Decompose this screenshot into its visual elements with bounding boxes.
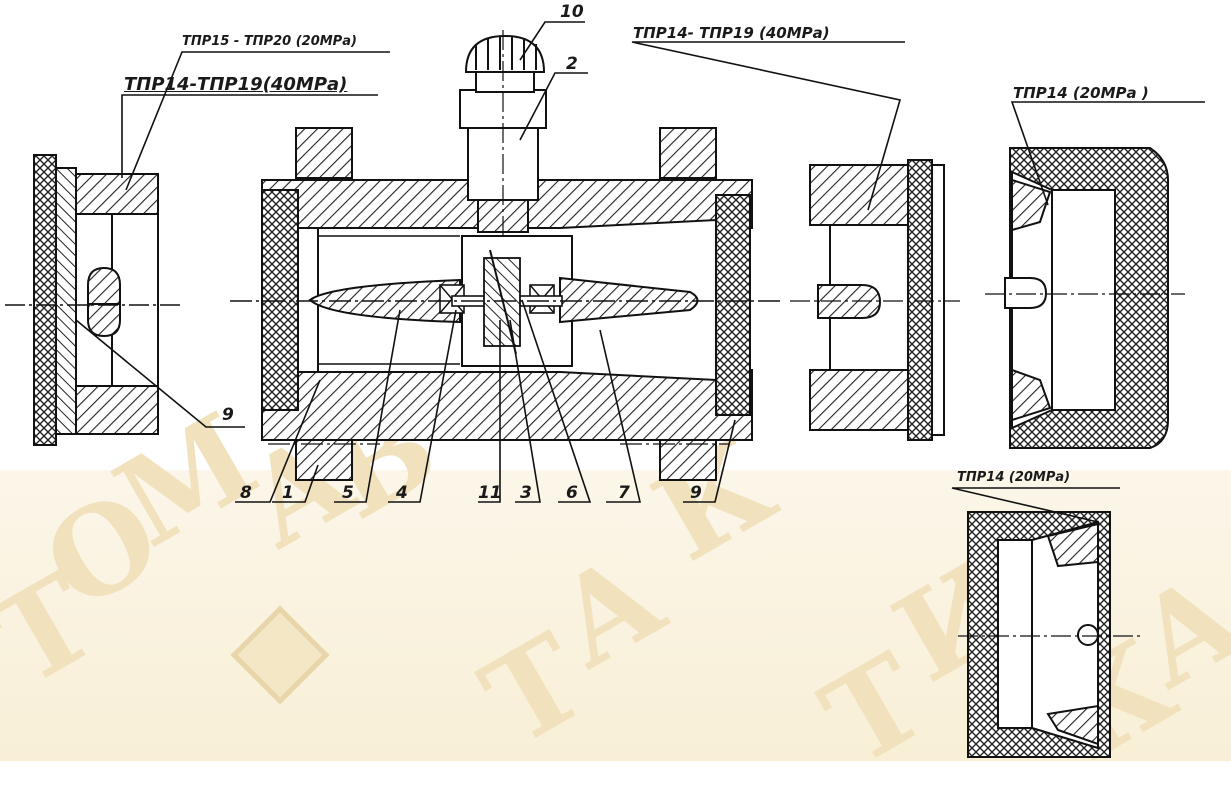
label-far-right-20mpa: ТПР14 (20МРа ) <box>1013 84 1149 102</box>
part-number-7: 7 <box>618 483 630 503</box>
part-number-9-left: 9 <box>222 405 234 425</box>
part-number-5: 5 <box>342 483 354 503</box>
part-number-11: 11 <box>478 483 502 503</box>
part-number-3: 3 <box>520 483 532 503</box>
label-right-40mpa: ТПР14- ТПР19 (40МРа) <box>633 24 830 42</box>
part-number-6: 6 <box>566 483 578 503</box>
far-right-nut-20mpa <box>985 147 1185 449</box>
part-number-4: 4 <box>396 483 408 503</box>
label-bottom-right-20mpa: ТПР14 (20МРа) <box>957 470 1071 485</box>
sensor-assembly <box>459 30 547 240</box>
part-number-9-right: 9 <box>690 483 702 503</box>
technical-drawing <box>5 21 1205 758</box>
left-nut-40mpa <box>5 154 180 446</box>
part-number-10: 10 <box>560 2 584 22</box>
leader-lines <box>75 21 1205 523</box>
bottom-right-nut-20mpa <box>958 511 1140 758</box>
part-number-8: 8 <box>240 483 252 503</box>
label-top-left-20mpa: ТПР15 - ТПР20 (20МРа) <box>182 34 357 49</box>
label-left-40mpa: ТПР14-ТПР19(40МРа) <box>124 74 348 95</box>
part-number-2: 2 <box>566 54 578 74</box>
part-number-1: 1 <box>282 483 294 503</box>
right-nut-40mpa <box>790 159 960 441</box>
